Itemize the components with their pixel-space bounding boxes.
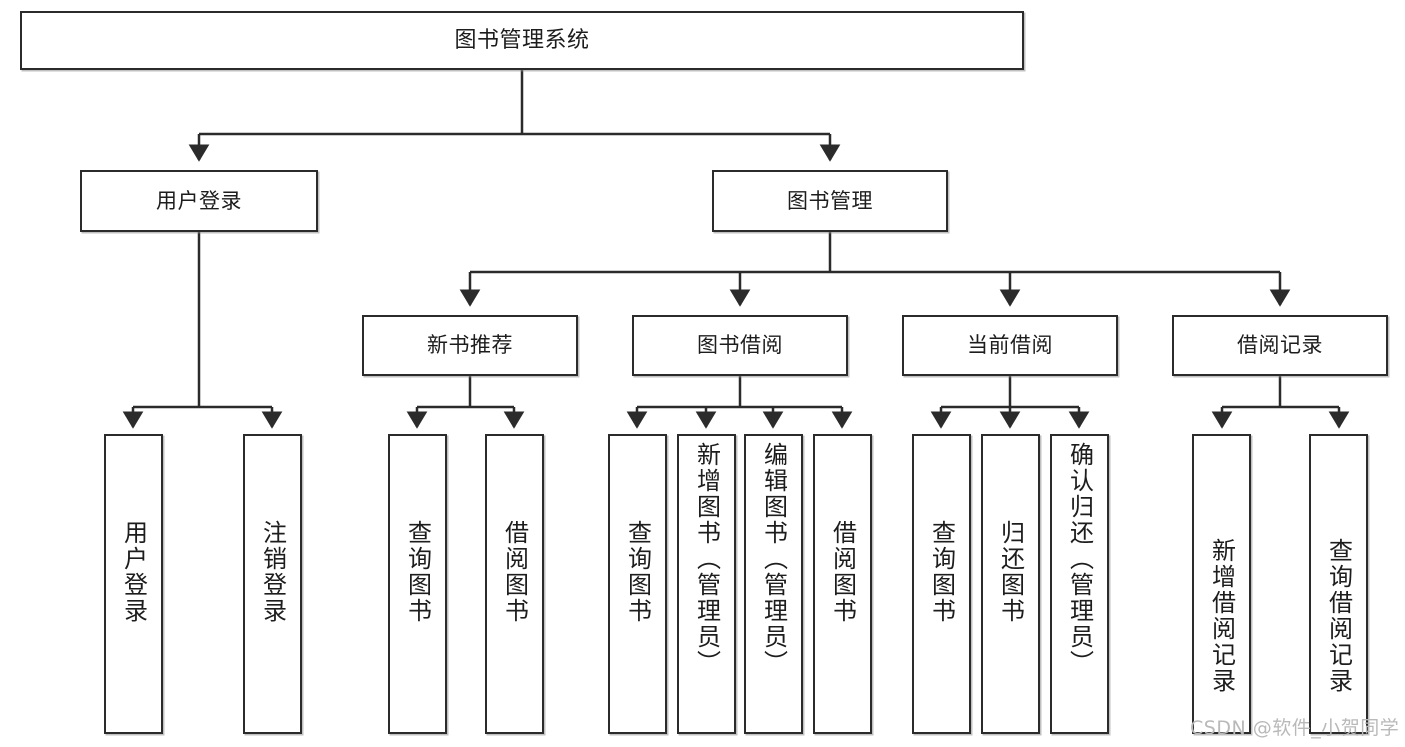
leaf-user-login-signout[interactable]: 注销登录: [243, 434, 302, 734]
leaf-current-query-book[interactable]: 查询图书: [912, 434, 971, 734]
node-label: 图书管理系统: [454, 27, 590, 53]
leaf-record-query-record[interactable]: 查询借阅记录: [1309, 434, 1368, 734]
node-label: 用户登录: [156, 188, 242, 213]
node-label: 编辑图书（管理员）: [759, 442, 788, 676]
csdn-watermark: CSDN @软件_小贺同学: [1190, 717, 1400, 739]
node-label: 当前借阅: [967, 333, 1053, 358]
node-user-login[interactable]: 用户登录: [80, 170, 318, 232]
node-label: 图书管理: [787, 188, 873, 213]
node-label: 新增借阅记录: [1207, 538, 1236, 694]
node-label: 借阅图书: [828, 520, 857, 624]
leaf-new-book-query[interactable]: 查询图书: [388, 434, 447, 734]
leaf-borrow-borrow-book[interactable]: 借阅图书: [813, 434, 872, 734]
node-label: 用户登录: [119, 520, 148, 624]
leaf-borrow-query-book[interactable]: 查询图书: [608, 434, 667, 734]
leaf-current-confirm-return-admin[interactable]: 确认归还（管理员）: [1050, 434, 1109, 734]
node-borrow-record[interactable]: 借阅记录: [1172, 315, 1388, 376]
leaf-borrow-add-book-admin[interactable]: 新增图书（管理员）: [677, 434, 736, 734]
node-label: 借阅记录: [1237, 333, 1323, 358]
leaf-new-book-borrow[interactable]: 借阅图书: [485, 434, 544, 734]
node-new-book-recommend[interactable]: 新书推荐: [362, 315, 578, 376]
leaf-user-login-signin[interactable]: 用户登录: [104, 434, 163, 734]
node-label: 借阅图书: [500, 520, 529, 624]
node-current-borrow[interactable]: 当前借阅: [902, 315, 1118, 376]
node-root-system[interactable]: 图书管理系统: [20, 11, 1024, 70]
node-book-borrow[interactable]: 图书借阅: [632, 315, 848, 376]
node-label: 归还图书: [996, 520, 1025, 624]
node-label: 新书推荐: [427, 333, 513, 358]
leaf-current-return-book[interactable]: 归还图书: [981, 434, 1040, 734]
node-label: 查询借阅记录: [1324, 538, 1353, 694]
node-label: 查询图书: [623, 520, 652, 624]
leaf-borrow-edit-book-admin[interactable]: 编辑图书（管理员）: [744, 434, 803, 734]
node-label: 新增图书（管理员）: [692, 442, 721, 676]
node-label: 注销登录: [258, 520, 287, 624]
node-book-management[interactable]: 图书管理: [712, 170, 948, 232]
leaf-record-add-record[interactable]: 新增借阅记录: [1192, 434, 1251, 734]
node-label: 查询图书: [403, 520, 432, 624]
node-label: 查询图书: [927, 520, 956, 624]
node-label: 确认归还（管理员）: [1065, 442, 1094, 676]
node-label: 图书借阅: [697, 333, 783, 358]
